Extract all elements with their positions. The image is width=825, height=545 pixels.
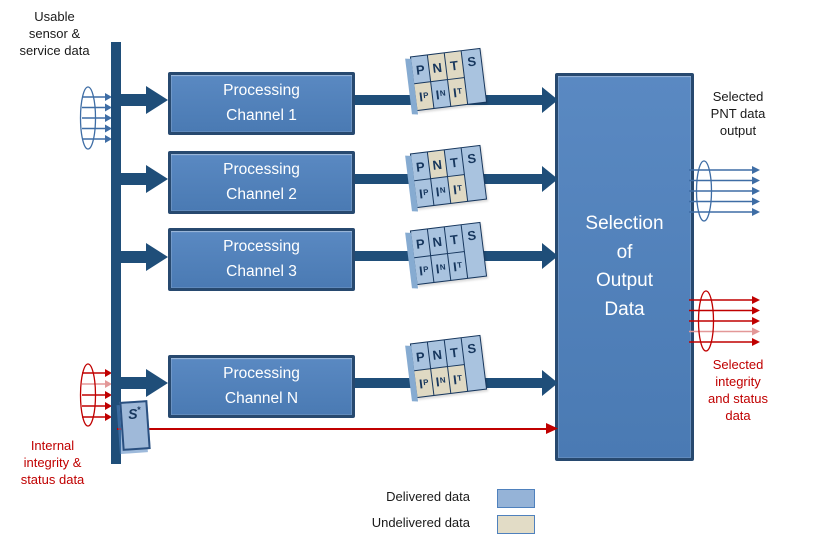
- integrity-output-arrows-icon: [689, 290, 760, 352]
- status-data-line: [117, 428, 547, 430]
- status-line-arrowhead-icon: [546, 423, 558, 434]
- bus-to-channel-1-arrow-icon: [118, 86, 168, 114]
- grid-cell-p: P: [411, 342, 431, 371]
- usable-sensor-data-label: Usable sensor & service data: [19, 9, 90, 59]
- processing-channel-n-box: Processing Channel N: [168, 355, 355, 418]
- integrity-input-arrows-icon: [79, 363, 112, 427]
- grid-cell-n: N: [427, 227, 447, 256]
- selected-integrity-status-label: Selected integrity and status data: [708, 357, 768, 424]
- grid-cell-p: P: [411, 152, 431, 181]
- input-bus-bar: [111, 42, 121, 464]
- grid-cell-n: N: [427, 53, 447, 82]
- processing-channel-1-box: Processing Channel 1: [168, 72, 355, 135]
- selected-pnt-output-label: Selected PNT data output: [710, 89, 766, 139]
- grid-cell-n: N: [427, 340, 447, 369]
- grid-cell-n: N: [427, 150, 447, 179]
- bus-to-channel-n-arrow-icon: [118, 369, 168, 397]
- legend-delivered-label: Delivered data: [386, 489, 470, 504]
- grid-cell-p: P: [411, 55, 431, 84]
- grid-cell-t: T: [444, 148, 464, 177]
- grid-cell-t: T: [444, 225, 464, 254]
- processing-channel-n-label: Processing Channel N: [223, 364, 300, 407]
- legend-undelivered-label: Undelivered data: [371, 515, 470, 530]
- bus-to-channel-3-arrow-icon: [118, 243, 168, 271]
- selection-of-output-data-box: Selection of Output Data: [555, 73, 694, 461]
- grid-cell-t: T: [444, 338, 464, 367]
- processing-channel-3-box: Processing Channel 3: [168, 228, 355, 291]
- processing-channel-3-label: Processing Channel 3: [223, 237, 300, 280]
- processing-channel-1-label: Processing Channel 1: [223, 81, 300, 124]
- sensor-input-arrows-icon: [79, 86, 112, 150]
- processing-channel-2-box: Processing Channel 2: [168, 151, 355, 214]
- grid-cell-p: P: [411, 229, 431, 258]
- bus-to-channel-2-arrow-icon: [118, 165, 168, 193]
- legend-delivered-swatch: [497, 489, 535, 508]
- internal-integrity-status-label: Internal integrity & status data: [20, 438, 85, 488]
- processing-channel-2-label: Processing Channel 2: [223, 160, 300, 203]
- status-selector-box: S*: [119, 400, 151, 451]
- legend-undelivered-swatch: [497, 515, 535, 534]
- pnt-output-arrows-icon: [689, 160, 760, 222]
- grid-cell-t: T: [444, 51, 464, 80]
- selection-box-label: Selection of Output Data: [585, 213, 664, 320]
